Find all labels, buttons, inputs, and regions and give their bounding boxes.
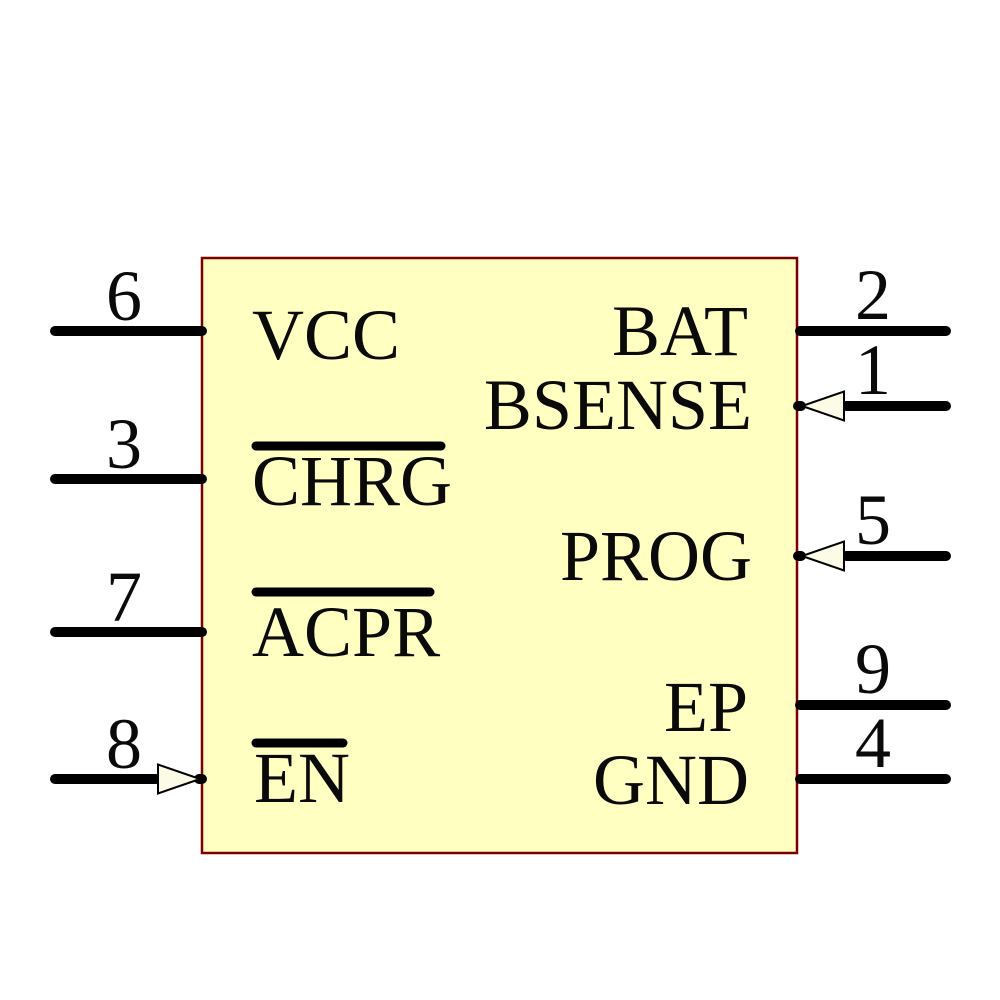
pin-8-input-arrow-icon	[157, 763, 204, 795]
pin-5-number: 5	[855, 480, 891, 560]
pin-label-chrg: CHRG	[252, 441, 452, 521]
pin-2-number: 2	[855, 255, 891, 335]
pin-6-number: 6	[106, 256, 142, 336]
pin-label-gnd: GND	[593, 740, 749, 820]
pin-1-input-arrow-icon	[798, 390, 845, 422]
pin-7-number: 7	[106, 557, 142, 637]
chip-body	[200, 256, 799, 855]
pin-9-number: 9	[855, 629, 891, 709]
pin-1-number: 1	[855, 330, 891, 410]
pin-label-prog: PROG	[560, 516, 752, 596]
pin-label-bsense: BSENSE	[484, 365, 752, 445]
pin-label-ep: EP	[664, 667, 748, 747]
pin-5-input-arrow-icon	[798, 540, 845, 572]
pin-label-bat: BAT	[612, 291, 748, 371]
pin-label-acpr: ACPR	[252, 592, 440, 672]
pin-8-number: 8	[106, 704, 142, 784]
pin-label-en: EN	[254, 738, 350, 818]
pin-4-number: 4	[855, 703, 891, 783]
pin-label-vcc: VCC	[252, 295, 400, 375]
pin-3-number: 3	[106, 404, 142, 484]
